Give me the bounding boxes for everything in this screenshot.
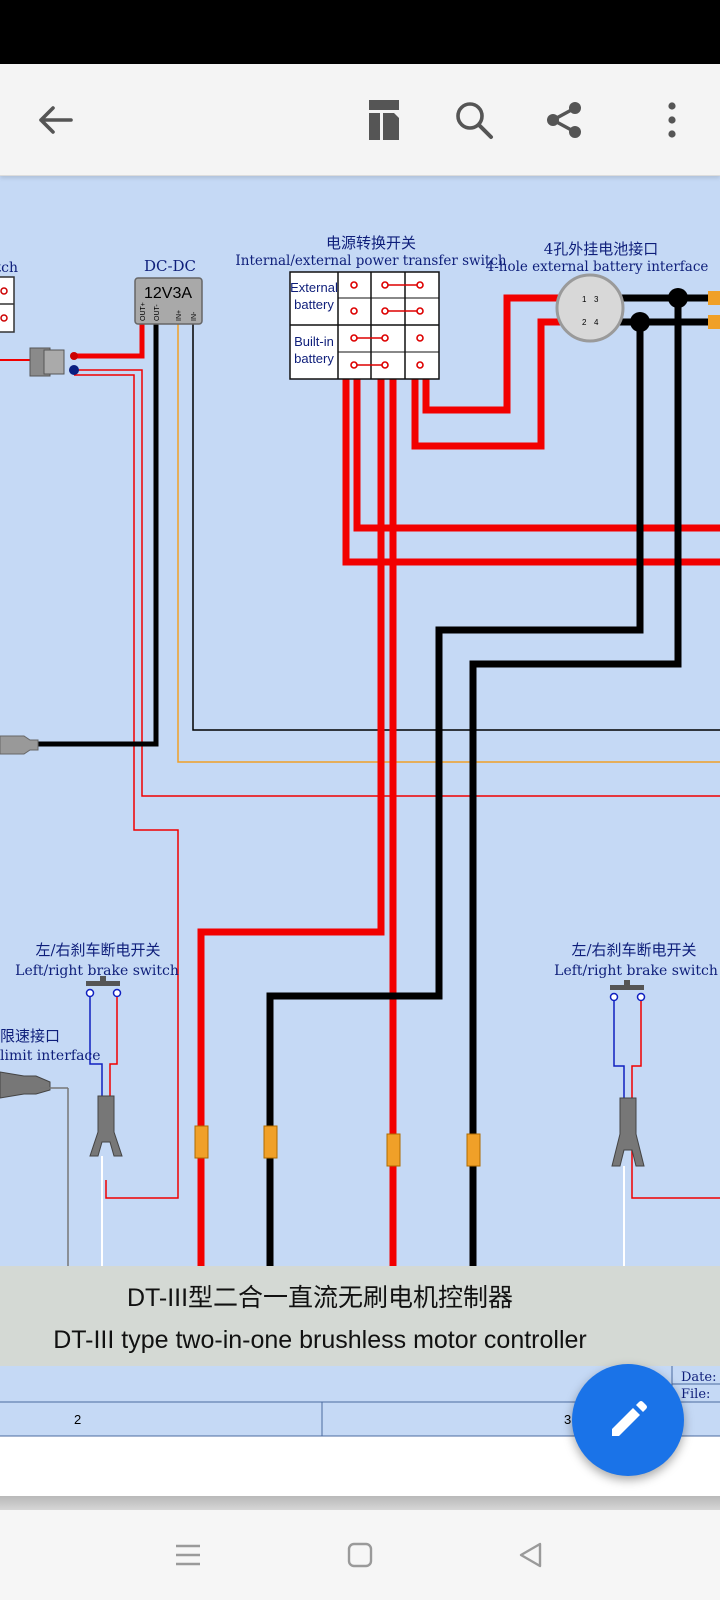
plug-connector-left [0,347,79,755]
power-transfer-switch: 电源转换开关 Internal/external power transfer … [235,234,507,380]
battery-pin-3: 3 [594,295,599,304]
brake-right-cn: 左/右刹车断电开关 [571,941,696,959]
title-block-date: Date: [681,1370,716,1385]
limit-cn: 限速接口 [0,1027,60,1045]
share-icon [547,102,581,138]
switch-row1-label-b: battery [294,297,334,312]
inline-fuses [194,1125,481,1167]
app-bar [0,64,720,176]
switch-row2-label-a: Built-in [294,334,334,349]
edit-fab[interactable] [572,1364,684,1476]
switch-row2-label-b: battery [294,351,334,366]
search-icon [456,102,493,139]
battery-title-cn: 4孔外挂电池接口 [544,240,659,258]
status-bar [0,0,720,64]
arrow-left-icon [39,106,73,134]
document-bottom-edge [0,1496,720,1510]
wiring-diagram: tch DC-DC 12V3A OUT+ [0,176,720,1437]
dcdc-pin-in-minus: IN- [191,311,198,321]
search-button[interactable] [446,92,502,148]
share-button[interactable] [536,92,592,148]
title-block-col-3: 3 [564,1412,571,1427]
switch-title-cn: 电源转换开关 [326,234,416,252]
title-block-col-2: 2 [74,1412,81,1427]
edit-pencil-icon [612,1401,647,1436]
title-block-file: File: [681,1387,710,1402]
battery-pin-2: 2 [582,318,587,327]
limit-en: limit interface [0,1048,101,1064]
battery-pin-1: 1 [582,295,587,304]
brake-left-en: Left/right brake switch [15,963,179,979]
title-en: DT-III type two-in-one brushless motor c… [53,1326,587,1354]
brake-switch-left: 左/右刹车断电开关 Left/right brake switch [15,941,179,1266]
dcdc-pin-out-minus: OUT- [154,304,161,321]
document-outline-icon [369,100,399,140]
dcdc-pin-out-plus: OUT+ [140,302,147,321]
dcdc-pin-in-plus: IN+ [176,310,183,321]
more-options-button[interactable] [644,92,700,148]
recents-button[interactable] [158,1530,218,1580]
nav-back-icon [519,1542,542,1568]
title-block: DT-III型二合一直流无刷电机控制器 DT-III type two-in-o… [0,1266,720,1437]
dcdc-module: DC-DC 12V3A OUT+ OUT- IN+ IN- [134,257,203,325]
switch-label-partial: tch [0,260,18,276]
dcdc-rating: 12V3A [144,285,192,302]
outline-button[interactable] [356,92,412,148]
system-nav-bar [0,1510,720,1600]
switch-box-partial: tch [0,260,18,333]
nav-back-button[interactable] [500,1530,560,1580]
recents-icon [176,1544,200,1566]
battery-title-en: 4-hole external battery interface [486,259,709,275]
title-cn: DT-III型二合一直流无刷电机控制器 [127,1284,513,1312]
switch-row1-label-a: External [290,280,338,295]
more-vert-icon [668,102,676,138]
switch-title-en: Internal/external power transfer switch [235,253,506,269]
back-button[interactable] [27,92,83,148]
brake-right-en: Left/right brake switch [554,963,718,979]
home-icon [347,1542,373,1568]
home-button[interactable] [330,1530,390,1580]
brake-switch-right: 左/右刹车断电开关 Left/right brake switch [554,941,720,1266]
battery-pin-4: 4 [594,318,599,327]
document-view[interactable]: tch DC-DC 12V3A OUT+ [0,176,720,1496]
dcdc-title: DC-DC [144,257,196,275]
brake-left-cn: 左/右刹车断电开关 [35,941,160,959]
limit-interface: 限速接口 limit interface [0,1027,101,1099]
battery-interface: 4孔外挂电池接口 4-hole external battery interfa… [486,240,709,343]
